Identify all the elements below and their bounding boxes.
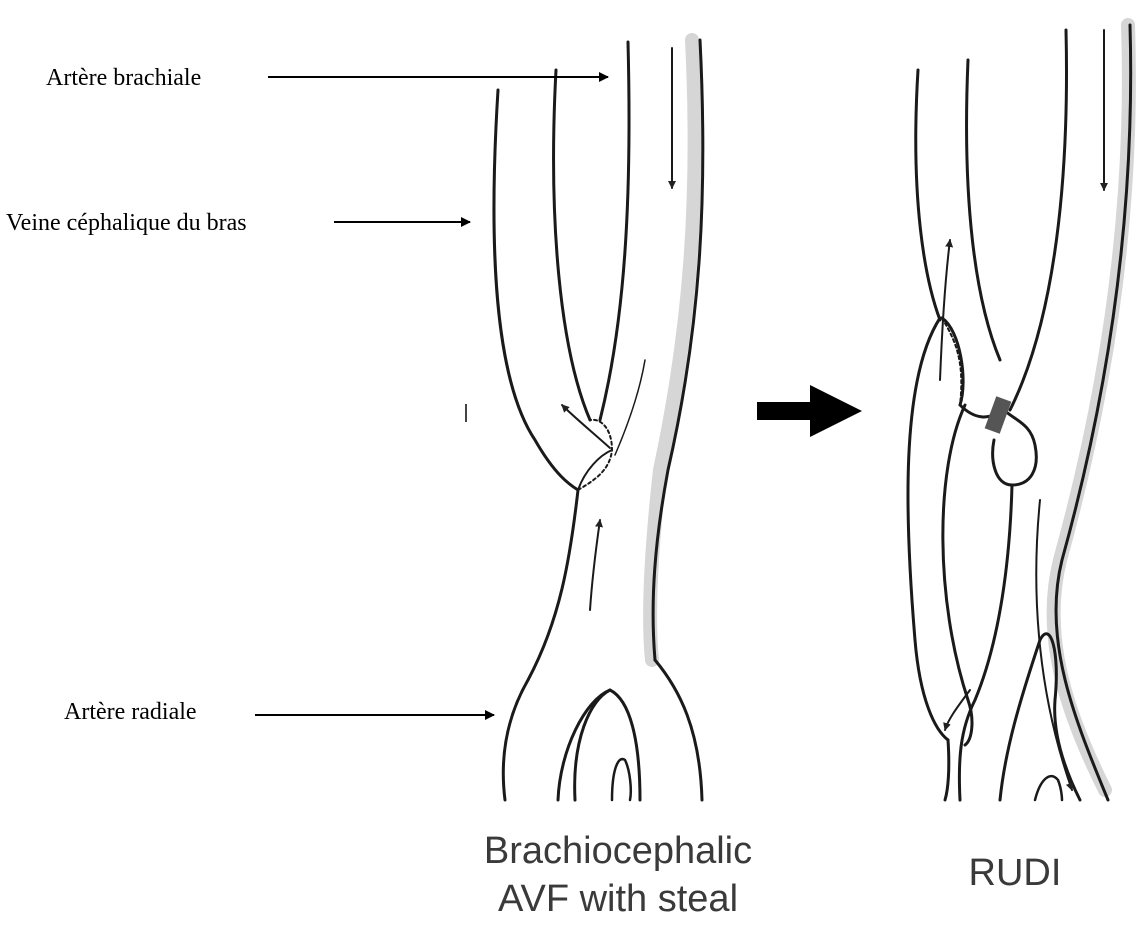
label-brachial-artery: Artère brachiale: [46, 66, 201, 90]
right-cephalic-vein-outer: [916, 70, 940, 320]
right-flow-arrow-vein-up: [940, 240, 950, 380]
label-radial-artery: Artère radiale: [64, 700, 197, 724]
caption-left-line1: Brachiocephalic: [458, 828, 778, 876]
transition-arrow: [757, 385, 862, 437]
right-brachial-artery-left-wall: [1010, 30, 1067, 410]
caption-left: Brachiocephalic AVF with steal: [458, 828, 778, 923]
label-cephalic-vein: Veine céphalique du bras: [6, 211, 247, 235]
left-brachial-artery-left-wall: [600, 42, 629, 420]
caption-left-line2: AVF with steal: [458, 876, 778, 924]
caption-right: RUDI: [955, 850, 1075, 898]
right-figure: [908, 25, 1131, 800]
right-forearm-left-wall: [945, 740, 949, 800]
left-cephalic-vein-outer: [494, 90, 578, 490]
left-flow-arrow-up: [590, 520, 600, 610]
left-cephalic-vein-inner: [554, 70, 590, 420]
right-cephalic-vein-inner: [967, 60, 1000, 360]
left-figure: [494, 40, 703, 800]
